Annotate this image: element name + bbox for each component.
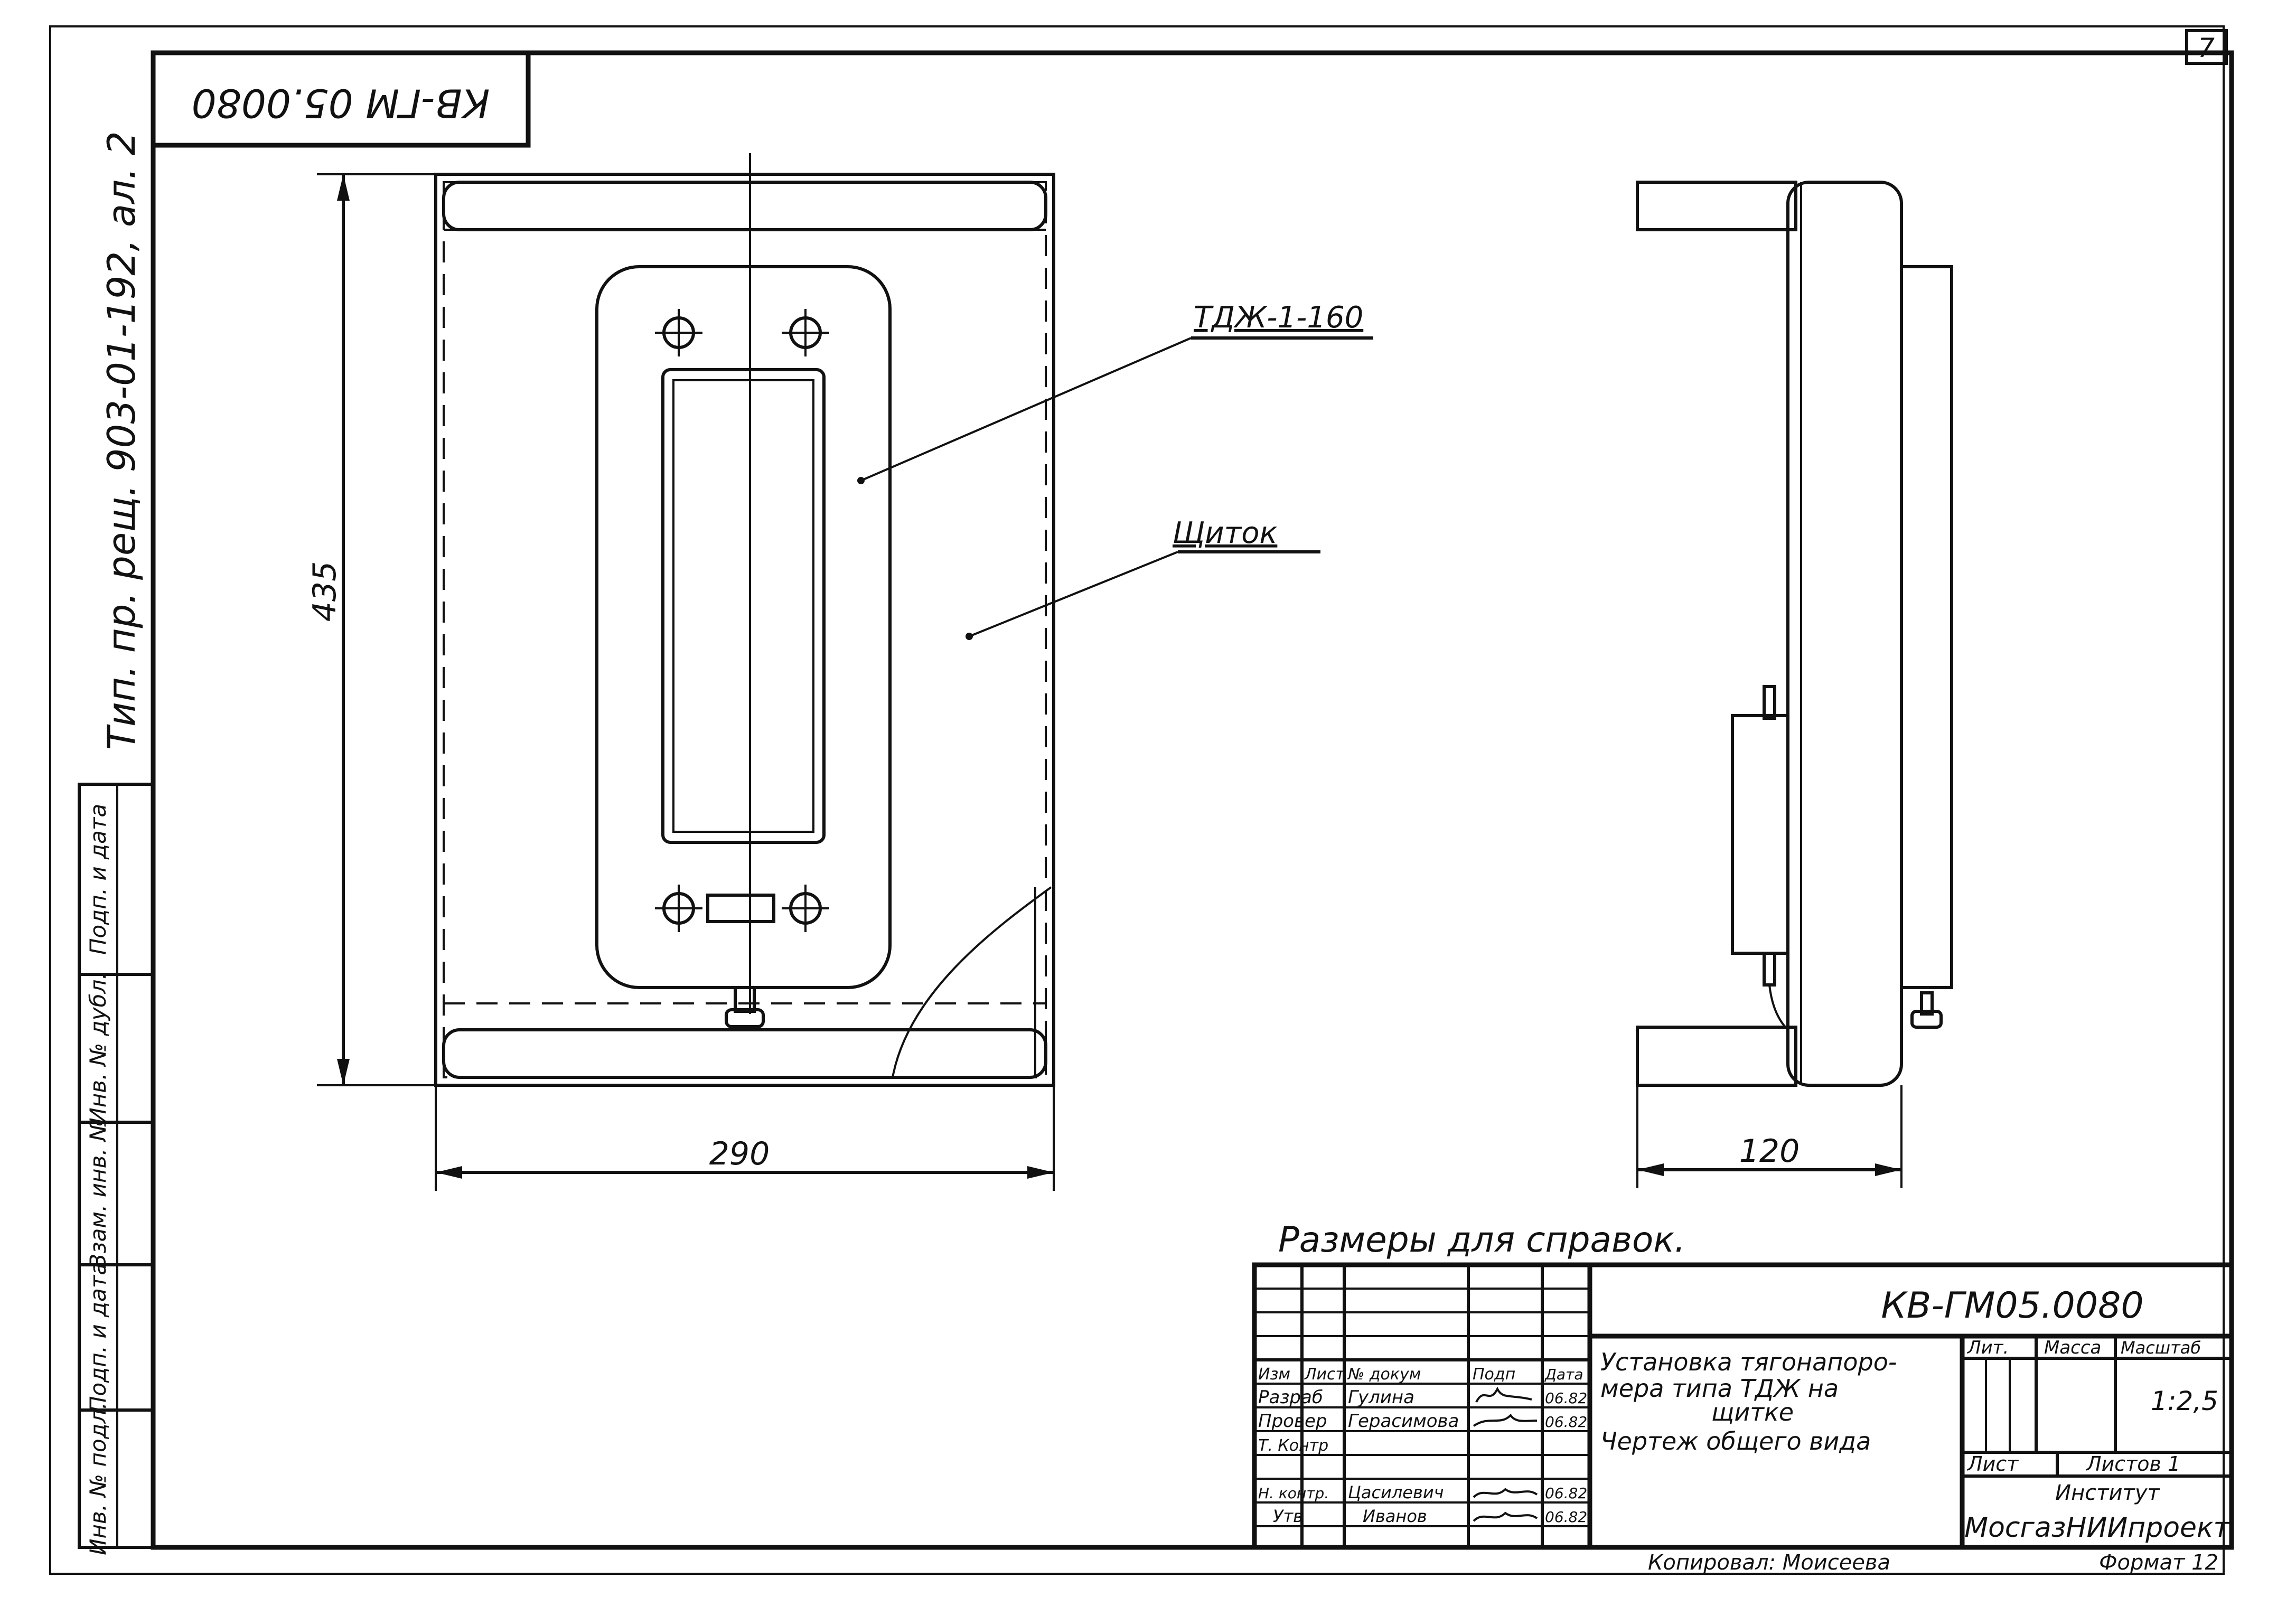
side-col-4: Подп. и дата: [85, 1262, 111, 1413]
tb-role-2: Провер: [1258, 1411, 1327, 1432]
sheet-outer-border: [49, 25, 2225, 1575]
side-back-box: [1900, 265, 1953, 989]
tb-code: КВ-ГМ05.0080: [1881, 1285, 2143, 1327]
footer-copied-by: Копировал: Моисеева: [1648, 1551, 1890, 1575]
dim-height: 435: [306, 173, 436, 1086]
dim-depth-value: 120: [1739, 1133, 1800, 1170]
tb-institute-label: Институт: [2055, 1481, 2160, 1505]
mount-hole-bottom-right: [782, 885, 829, 932]
pressure-fitting: [725, 986, 765, 1028]
mount-hole-top-right: [782, 309, 829, 356]
page-number: 7: [2198, 33, 2215, 63]
mount-hole-bottom-left: [655, 885, 702, 932]
side-device-body: [1731, 714, 1789, 955]
side-col-3: Взам. инв. №: [85, 1118, 111, 1269]
tb-lit-label: Лит.: [1966, 1337, 2009, 1358]
dim-depth: 120: [1636, 1085, 1903, 1188]
callout-leader-panel: [969, 551, 1178, 637]
dim-width: 290: [435, 1085, 1055, 1191]
title-block: Изм Лист № докум Подп Дата Разраб Гулина…: [1252, 1262, 2234, 1550]
tb-title-line1: Установка тягонапоро-: [1600, 1348, 1897, 1376]
tb-col-docum: № докум: [1347, 1365, 1421, 1384]
tb-title-line2: мера типа ТДЖ на: [1600, 1374, 1839, 1403]
tb-date-1: 06.82: [1545, 1389, 1587, 1407]
tb-col-list: Лист: [1304, 1365, 1346, 1384]
tb-role-3: Т. Контр: [1258, 1436, 1328, 1455]
front-view: ТДЖ-1-160 Щиток 435 290: [306, 153, 1373, 1191]
callout-leader-device: [860, 337, 1192, 482]
device-plate: [595, 265, 892, 989]
tb-col-data: Дата: [1544, 1366, 1583, 1383]
reference-dims-note: Размеры для справок.: [1278, 1219, 1685, 1260]
tb-date-5: 06.82: [1545, 1485, 1587, 1502]
tb-role-5: Н. контр.: [1258, 1485, 1329, 1502]
tb-sheet-label: Лист: [1966, 1452, 2019, 1476]
footer-format: Формат 12: [2099, 1551, 2218, 1575]
page-number-box: [2185, 29, 2228, 65]
tb-scale-value: 1:2,5: [2151, 1386, 2218, 1416]
signature-5: [1473, 1488, 1538, 1498]
side-bottom-flange: [1636, 1026, 1797, 1087]
tb-title-line3: щитке: [1711, 1398, 1794, 1426]
side-col-1: Подп. и дата: [85, 804, 111, 955]
callout-device: ТДЖ-1-160: [1194, 300, 1363, 335]
signature-1: [1475, 1386, 1532, 1403]
impulse-tube: [892, 886, 1052, 1078]
tb-role-6: Утв: [1273, 1506, 1303, 1526]
side-col-5: Инв. № подл.: [85, 1402, 111, 1555]
tb-date-2: 06.82: [1545, 1413, 1587, 1431]
device-window: [661, 368, 826, 844]
side-top-flange: [1636, 181, 1797, 231]
tb-name-1: Гулина: [1348, 1387, 1414, 1408]
callout-panel: Щиток: [1173, 516, 1278, 550]
reference-note: Тип. пр. рещ. 903-01-192, ал. 2: [99, 131, 144, 750]
dim-height-value: 435: [306, 561, 343, 622]
tb-institute-name: МосгазНИИпроект: [1964, 1512, 2230, 1544]
panel-outline: [434, 173, 1055, 1087]
tb-name-2: Герасимова: [1348, 1411, 1459, 1432]
zero-adjust-slot: [706, 894, 775, 923]
top-flange: [442, 181, 1047, 231]
bottom-flange: [442, 1028, 1047, 1079]
dim-width-value: 290: [709, 1135, 770, 1172]
tb-drawing-type: Чертеж общего вида: [1600, 1427, 1871, 1455]
tb-role-1: Разраб: [1258, 1387, 1323, 1408]
tb-col-izm: Изм: [1258, 1365, 1290, 1384]
tb-scale-label: Масштаб: [2121, 1338, 2201, 1358]
signature-6: [1473, 1511, 1538, 1522]
tb-sheets-label: Листов 1: [2085, 1452, 2180, 1476]
side-view: 120: [1636, 181, 1953, 1188]
tb-date-6: 06.82: [1545, 1508, 1587, 1526]
tb-name-6: Иванов: [1363, 1506, 1427, 1526]
mount-hole-top-left: [655, 309, 702, 356]
signature-2: [1473, 1413, 1538, 1427]
stamp-code-rotated: КВ-ГМ 05.0080: [192, 80, 490, 125]
tb-mass-label: Масса: [2044, 1337, 2101, 1358]
stamp-code-box: [151, 50, 531, 148]
side-columns: Подп. и дата Инв. № дубл. Взам. инв. № П…: [78, 783, 155, 1555]
side-col-2: Инв. № дубл.: [85, 972, 111, 1124]
tb-col-podp: Подп: [1473, 1365, 1515, 1384]
panel-inner-dashed: [443, 181, 1047, 1078]
side-panel: [1786, 181, 1903, 1087]
tb-name-5: Цасилевич: [1348, 1482, 1444, 1502]
